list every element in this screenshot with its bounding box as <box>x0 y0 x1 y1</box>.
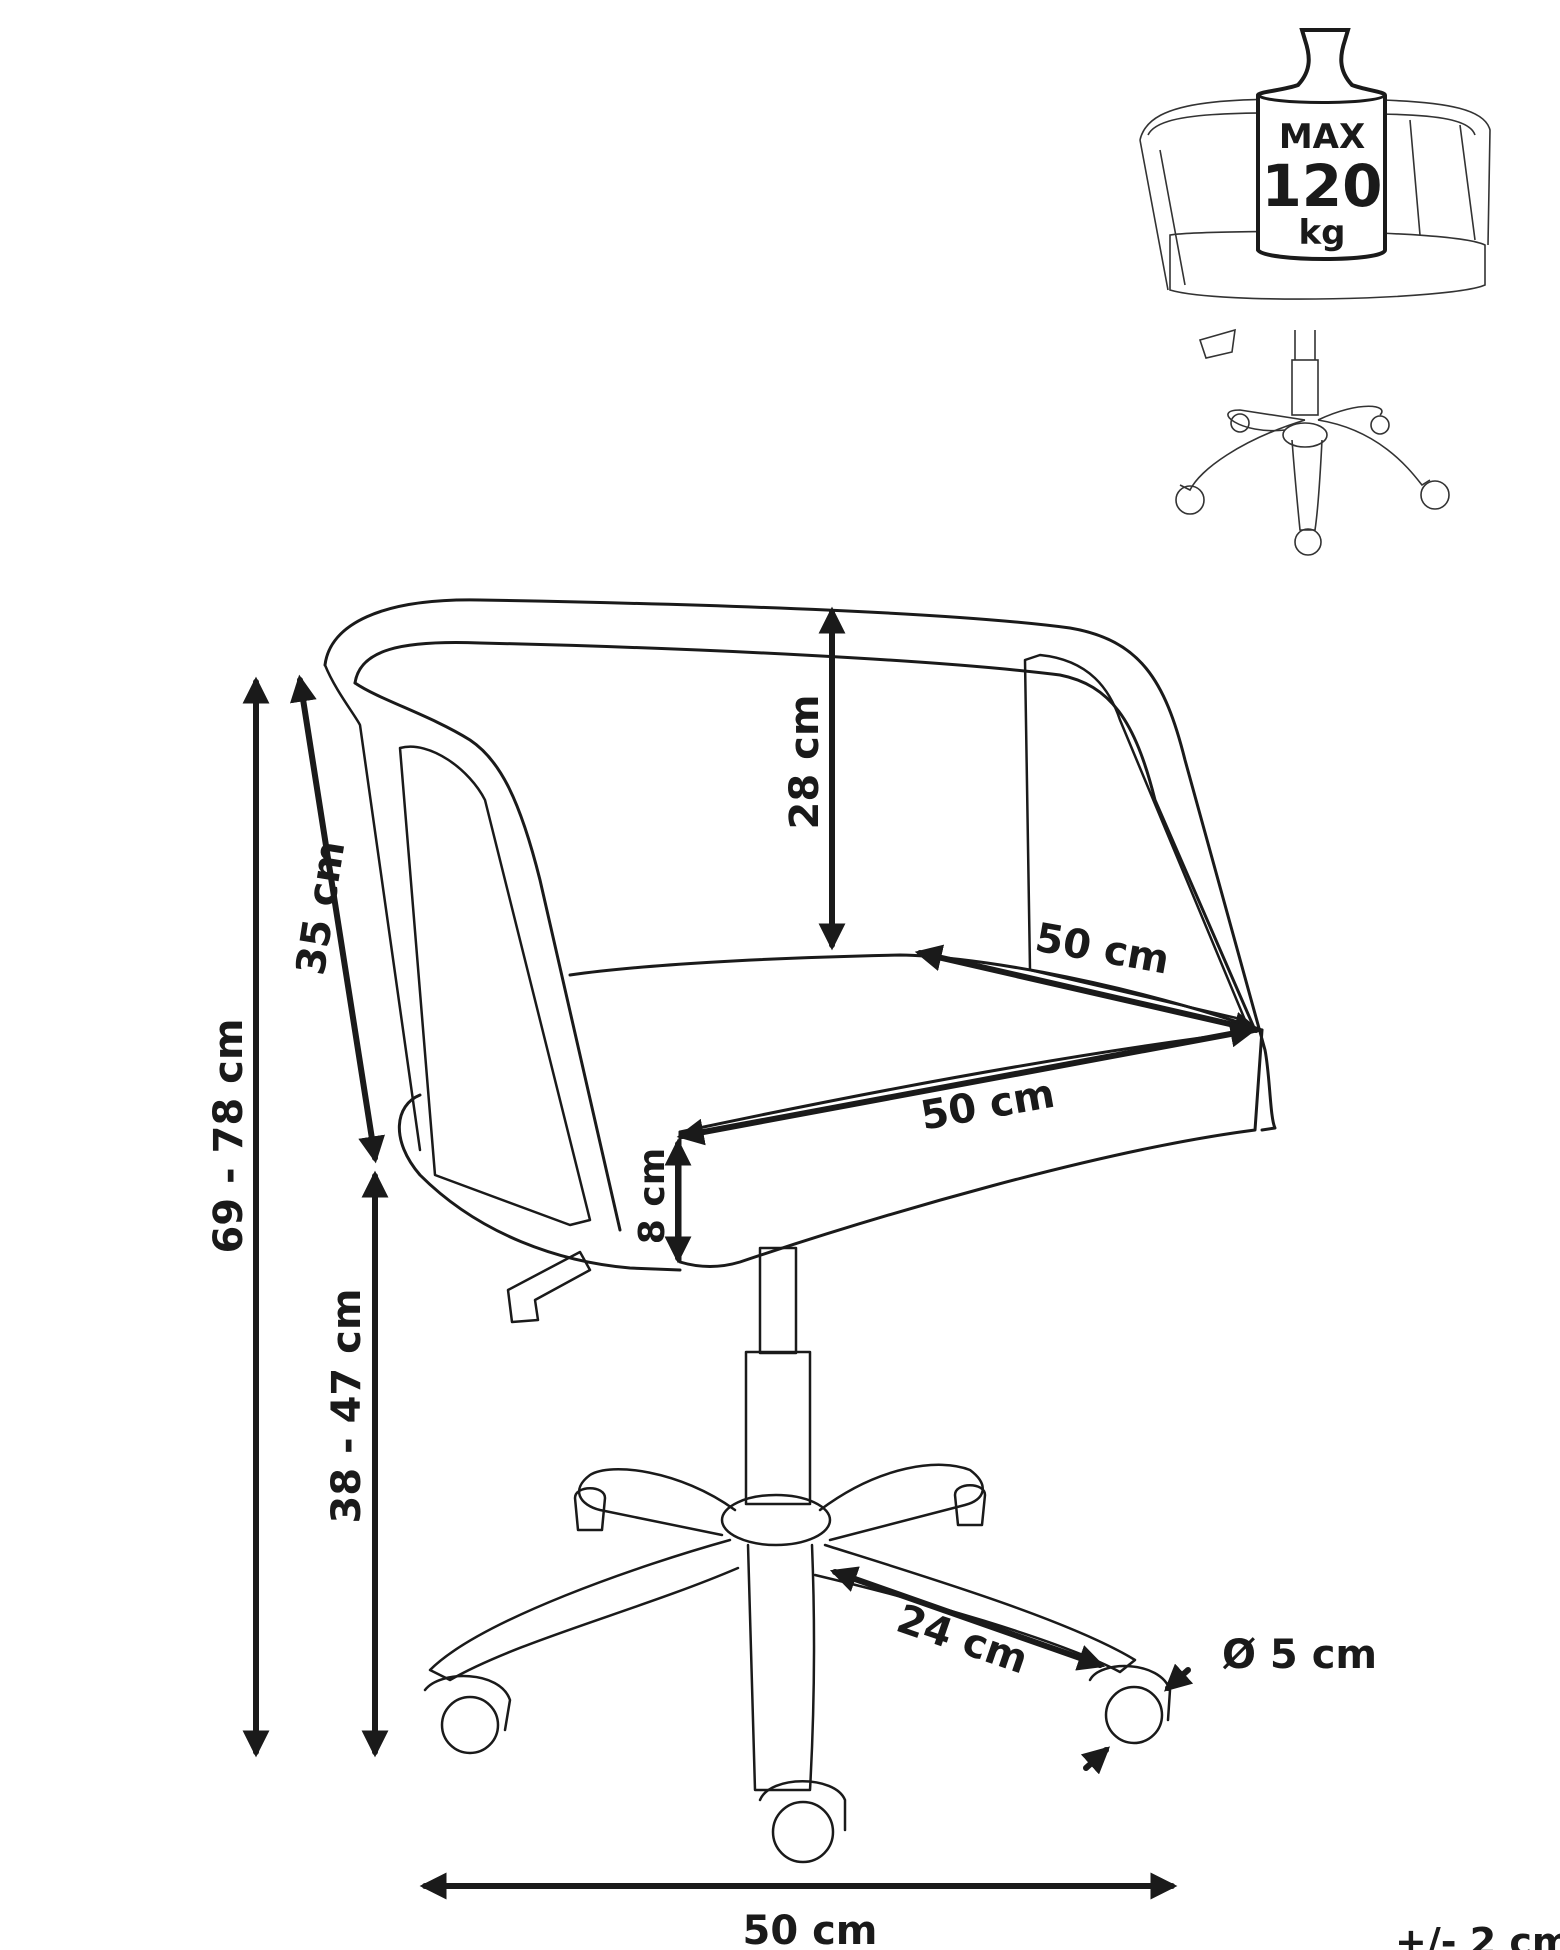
base-width-label: 50 cm <box>743 1908 878 1950</box>
total-height-label: 69 - 78 cm <box>206 1018 252 1253</box>
leg-length-label: 24 cm <box>891 1596 1034 1683</box>
backrest-height-label: 28 cm <box>782 695 828 830</box>
weight-value: 120 <box>1261 152 1382 220</box>
wheel-diameter-label: Ø 5 cm <box>1222 1632 1377 1678</box>
weight-max-label: MAX <box>1279 117 1365 157</box>
seat-height-label: 38 - 47 cm <box>324 1288 370 1523</box>
chair-drawing <box>323 598 1277 1864</box>
dimension-arrows <box>242 606 1262 1900</box>
tolerance-label: +/- 2 cm <box>1395 1920 1560 1950</box>
cushion-thickness-label: 8 cm <box>632 1148 673 1244</box>
weight-badge: MAX 120 kg <box>1256 28 1387 261</box>
weight-unit: kg <box>1299 213 1346 253</box>
